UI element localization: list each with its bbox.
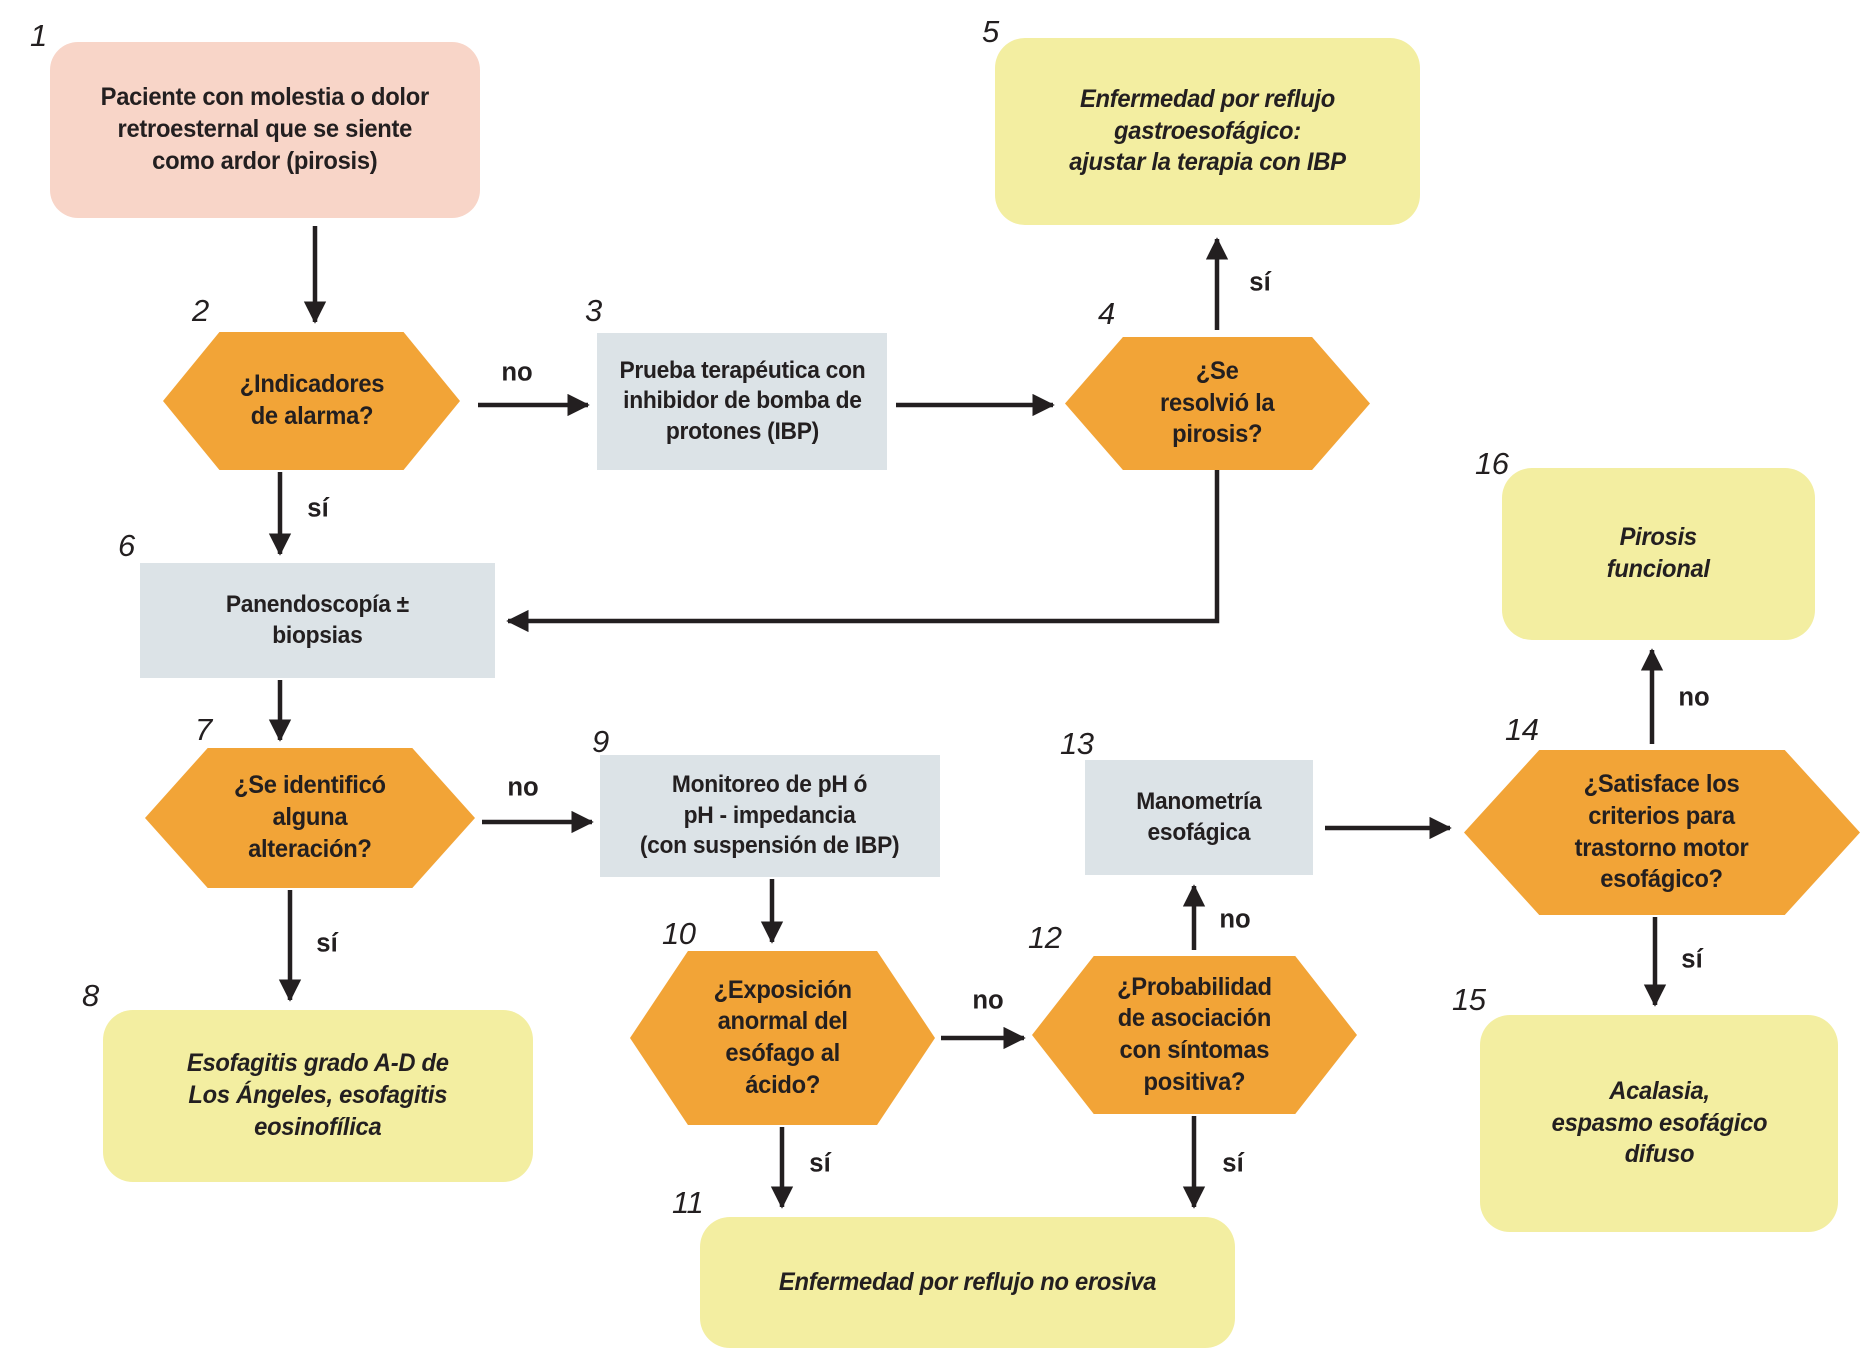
node-13-manometria: Manometría esofágica [1085, 760, 1313, 875]
edge-label-si-12-11: sí [1222, 1147, 1244, 1178]
node-16-pirosis-funcional: Pirosis funcional [1502, 468, 1815, 640]
edge-label-no-10-12: no [972, 984, 1004, 1015]
node-12-text: ¿Probabilidad de asociación con síntomas… [1117, 972, 1272, 1096]
node-8-text: Esofagitis grado A-D de Los Ángeles, eso… [187, 1049, 449, 1141]
node-13-text: Manometría esofágica [1136, 788, 1262, 846]
node-11-text: Enfermedad por reflujo no erosiva [778, 1267, 1157, 1296]
edge-label-si-4-5: sí [1249, 266, 1271, 297]
node-14-text: ¿Satisface los criterios para trastorno … [1575, 770, 1749, 894]
edge-label-no-7-9: no [507, 771, 539, 802]
node-2-text: ¿Indicadores de alarma? [239, 370, 384, 430]
node-4-text: ¿Se resolvió la pirosis? [1160, 356, 1275, 449]
edge-label-si-7-8: sí [316, 927, 338, 958]
node-11-number: 11 [672, 1185, 704, 1220]
node-5-number: 5 [982, 14, 999, 49]
node-1-paciente-pirosis: Paciente con molestia o dolor retroester… [50, 42, 480, 218]
edge-label-no-14-16: no [1678, 681, 1710, 712]
edge-label-si-10-11: sí [809, 1147, 831, 1178]
node-16-number: 16 [1475, 446, 1509, 481]
arrow-4-to-6-elbow [506, 470, 1220, 633]
node-6-text: Panendoscopía ± biopsias [225, 591, 410, 649]
node-13-number: 13 [1060, 726, 1094, 761]
node-14-number: 14 [1505, 712, 1539, 747]
node-16-text: Pirosis funcional [1606, 523, 1710, 583]
node-14-trastorno-motor: ¿Satisface los criterios para trastorno … [1464, 750, 1860, 915]
node-7-text: ¿Se identificó alguna alteración? [234, 771, 386, 863]
node-10-exposicion-acido: ¿Exposición anormal del esófago al ácido… [630, 951, 935, 1125]
node-2-number: 2 [192, 293, 209, 328]
node-12-probabilidad-sintomas: ¿Probabilidad de asociación con síntomas… [1032, 956, 1357, 1114]
node-3-text: Prueba terapéutica con inhibidor de bomb… [619, 356, 865, 445]
node-4-resolvio-pirosis: ¿Se resolvió la pirosis? [1065, 337, 1370, 470]
edge-label-no-12-13: no [1219, 903, 1251, 934]
node-5-erge-ajustar-ibp: Enfermedad por reflujo gastroesofágico: … [995, 38, 1420, 225]
node-1-number: 1 [30, 18, 47, 53]
node-10-number: 10 [662, 916, 696, 951]
node-8-number: 8 [82, 978, 99, 1013]
node-3-number: 3 [585, 293, 602, 328]
node-11-reflujo-no-erosiva: Enfermedad por reflujo no erosiva [700, 1217, 1235, 1348]
node-3-prueba-ibp: Prueba terapéutica con inhibidor de bomb… [597, 333, 887, 470]
node-15-acalasia-espasmo: Acalasia, espasmo esofágico difuso [1480, 1015, 1838, 1232]
node-4-number: 4 [1098, 296, 1115, 331]
node-8-esofagitis: Esofagitis grado A-D de Los Ángeles, eso… [103, 1010, 533, 1182]
node-6-panendoscopia: Panendoscopía ± biopsias [140, 563, 495, 678]
node-1-text: Paciente con molestia o dolor retroester… [100, 83, 430, 175]
node-15-text: Acalasia, espasmo esofágico difuso [1551, 1076, 1767, 1169]
node-9-text: Monitoreo de pH ó pH - impedancia (con s… [640, 771, 900, 860]
node-6-number: 6 [118, 528, 135, 563]
node-2-indicadores-alarma: ¿Indicadores de alarma? [163, 332, 460, 470]
node-15-number: 15 [1452, 982, 1486, 1017]
node-10-text: ¿Exposición anormal del esófago al ácido… [713, 975, 852, 1099]
node-9-monitoreo-ph: Monitoreo de pH ó pH - impedancia (con s… [600, 755, 940, 877]
node-7-alteracion-identificada: ¿Se identificó alguna alteración? [145, 748, 475, 888]
edge-label-si-14-15: sí [1681, 943, 1703, 974]
edge-label-no-2-3: no [501, 356, 533, 387]
node-7-number: 7 [195, 712, 212, 747]
node-12-number: 12 [1028, 920, 1062, 955]
node-9-number: 9 [592, 724, 609, 759]
node-5-text: Enfermedad por reflujo gastroesofágico: … [1069, 84, 1346, 177]
edge-label-si-2-6: sí [307, 492, 329, 523]
